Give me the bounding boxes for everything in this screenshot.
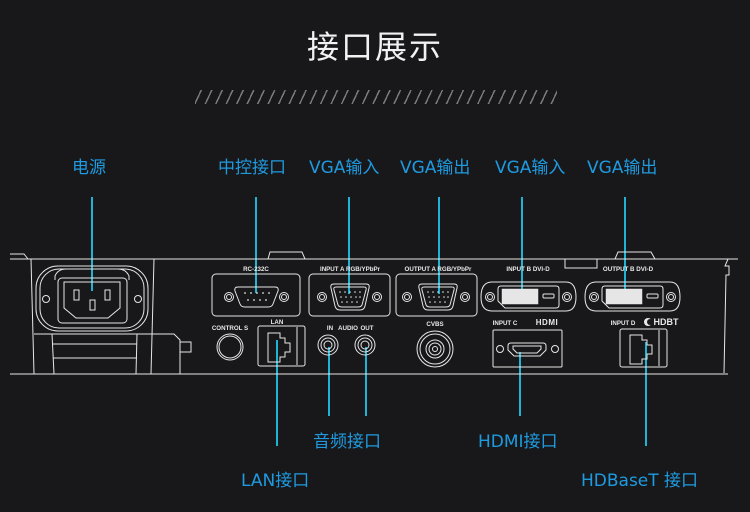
output-b-label: OUTPUT B DVI-D: [603, 266, 654, 273]
chassis-outline: [10, 251, 738, 375]
lan-port-icon: [257, 325, 306, 367]
leader-line-vga-in-b: [521, 197, 523, 294]
leader-line-audio-out: [365, 347, 367, 416]
leader-line-vga-in-a: [348, 197, 350, 294]
callout-lan-label: LAN接口: [241, 471, 310, 491]
audio-in-jack-icon: [317, 334, 339, 356]
input-b-label: INPUT B DVI-D: [506, 266, 550, 273]
callout-vga-in-a-label: VGA输入: [309, 158, 380, 178]
audio-in-label: IN: [327, 325, 334, 332]
input-c-label: INPUT C: [493, 320, 518, 327]
cvbs-label: CVBS: [426, 321, 443, 328]
vga-output-a-port-icon: [395, 273, 478, 317]
cvbs-bnc-port-icon: [416, 330, 454, 368]
callout-vga-out-a-label: VGA输出: [400, 158, 471, 178]
dvi-input-b-port-icon: [480, 281, 577, 312]
control-s-jack-icon: [216, 333, 244, 361]
callout-audio-label: 音频接口: [313, 432, 381, 452]
callout-hdbaset-label: HDBaseT 接口: [581, 471, 699, 491]
control-s-label: CONTROL S: [212, 325, 248, 332]
audio-label: AUDIO: [338, 325, 358, 332]
input-a-label: INPUT A RGB/YPbPr: [320, 266, 381, 273]
leader-line-vga-out-b: [624, 197, 626, 294]
lan-label: LAN: [271, 319, 284, 326]
rc232c-label: RC-232C: [243, 266, 269, 273]
leader-line-power: [91, 197, 93, 291]
leader-line-control: [255, 197, 257, 293]
page-title: 接口展示: [306, 28, 443, 66]
audio-out-jack-icon: [354, 334, 376, 356]
hdmi-port-icon: [492, 329, 563, 368]
callout-vga-out-b-label: VGA输出: [587, 158, 658, 178]
vga-input-a-port-icon: [308, 273, 391, 317]
callout-vga-in-b-label: VGA输入: [495, 158, 566, 178]
output-a-label: OUTPUT A RGB/YPbPr: [405, 266, 473, 273]
hdbt-logo: HDBT: [654, 317, 679, 327]
leader-line-vga-out-a: [438, 197, 440, 294]
input-d-label: INPUT D: [611, 320, 636, 327]
leader-line-audio-in: [328, 347, 330, 416]
power-inlet-icon: [34, 265, 192, 375]
callout-control-label: 中控接口: [218, 158, 286, 178]
decorative-hatch-divider: [195, 90, 557, 104]
hdmi-logo: HDMI: [536, 318, 558, 327]
callout-hdmi-label: HDMI接口: [478, 432, 558, 452]
leader-line-hdbaset: [645, 342, 647, 446]
rs232-port-icon: [211, 273, 301, 317]
callout-power-label: 电源: [72, 158, 106, 178]
leader-line-hdmi: [519, 352, 521, 416]
hdbaset-port-icon: [619, 328, 668, 368]
audio-out-label: OUT: [360, 325, 373, 332]
dvi-output-b-port-icon: [584, 281, 681, 312]
leader-line-lan: [276, 340, 278, 446]
